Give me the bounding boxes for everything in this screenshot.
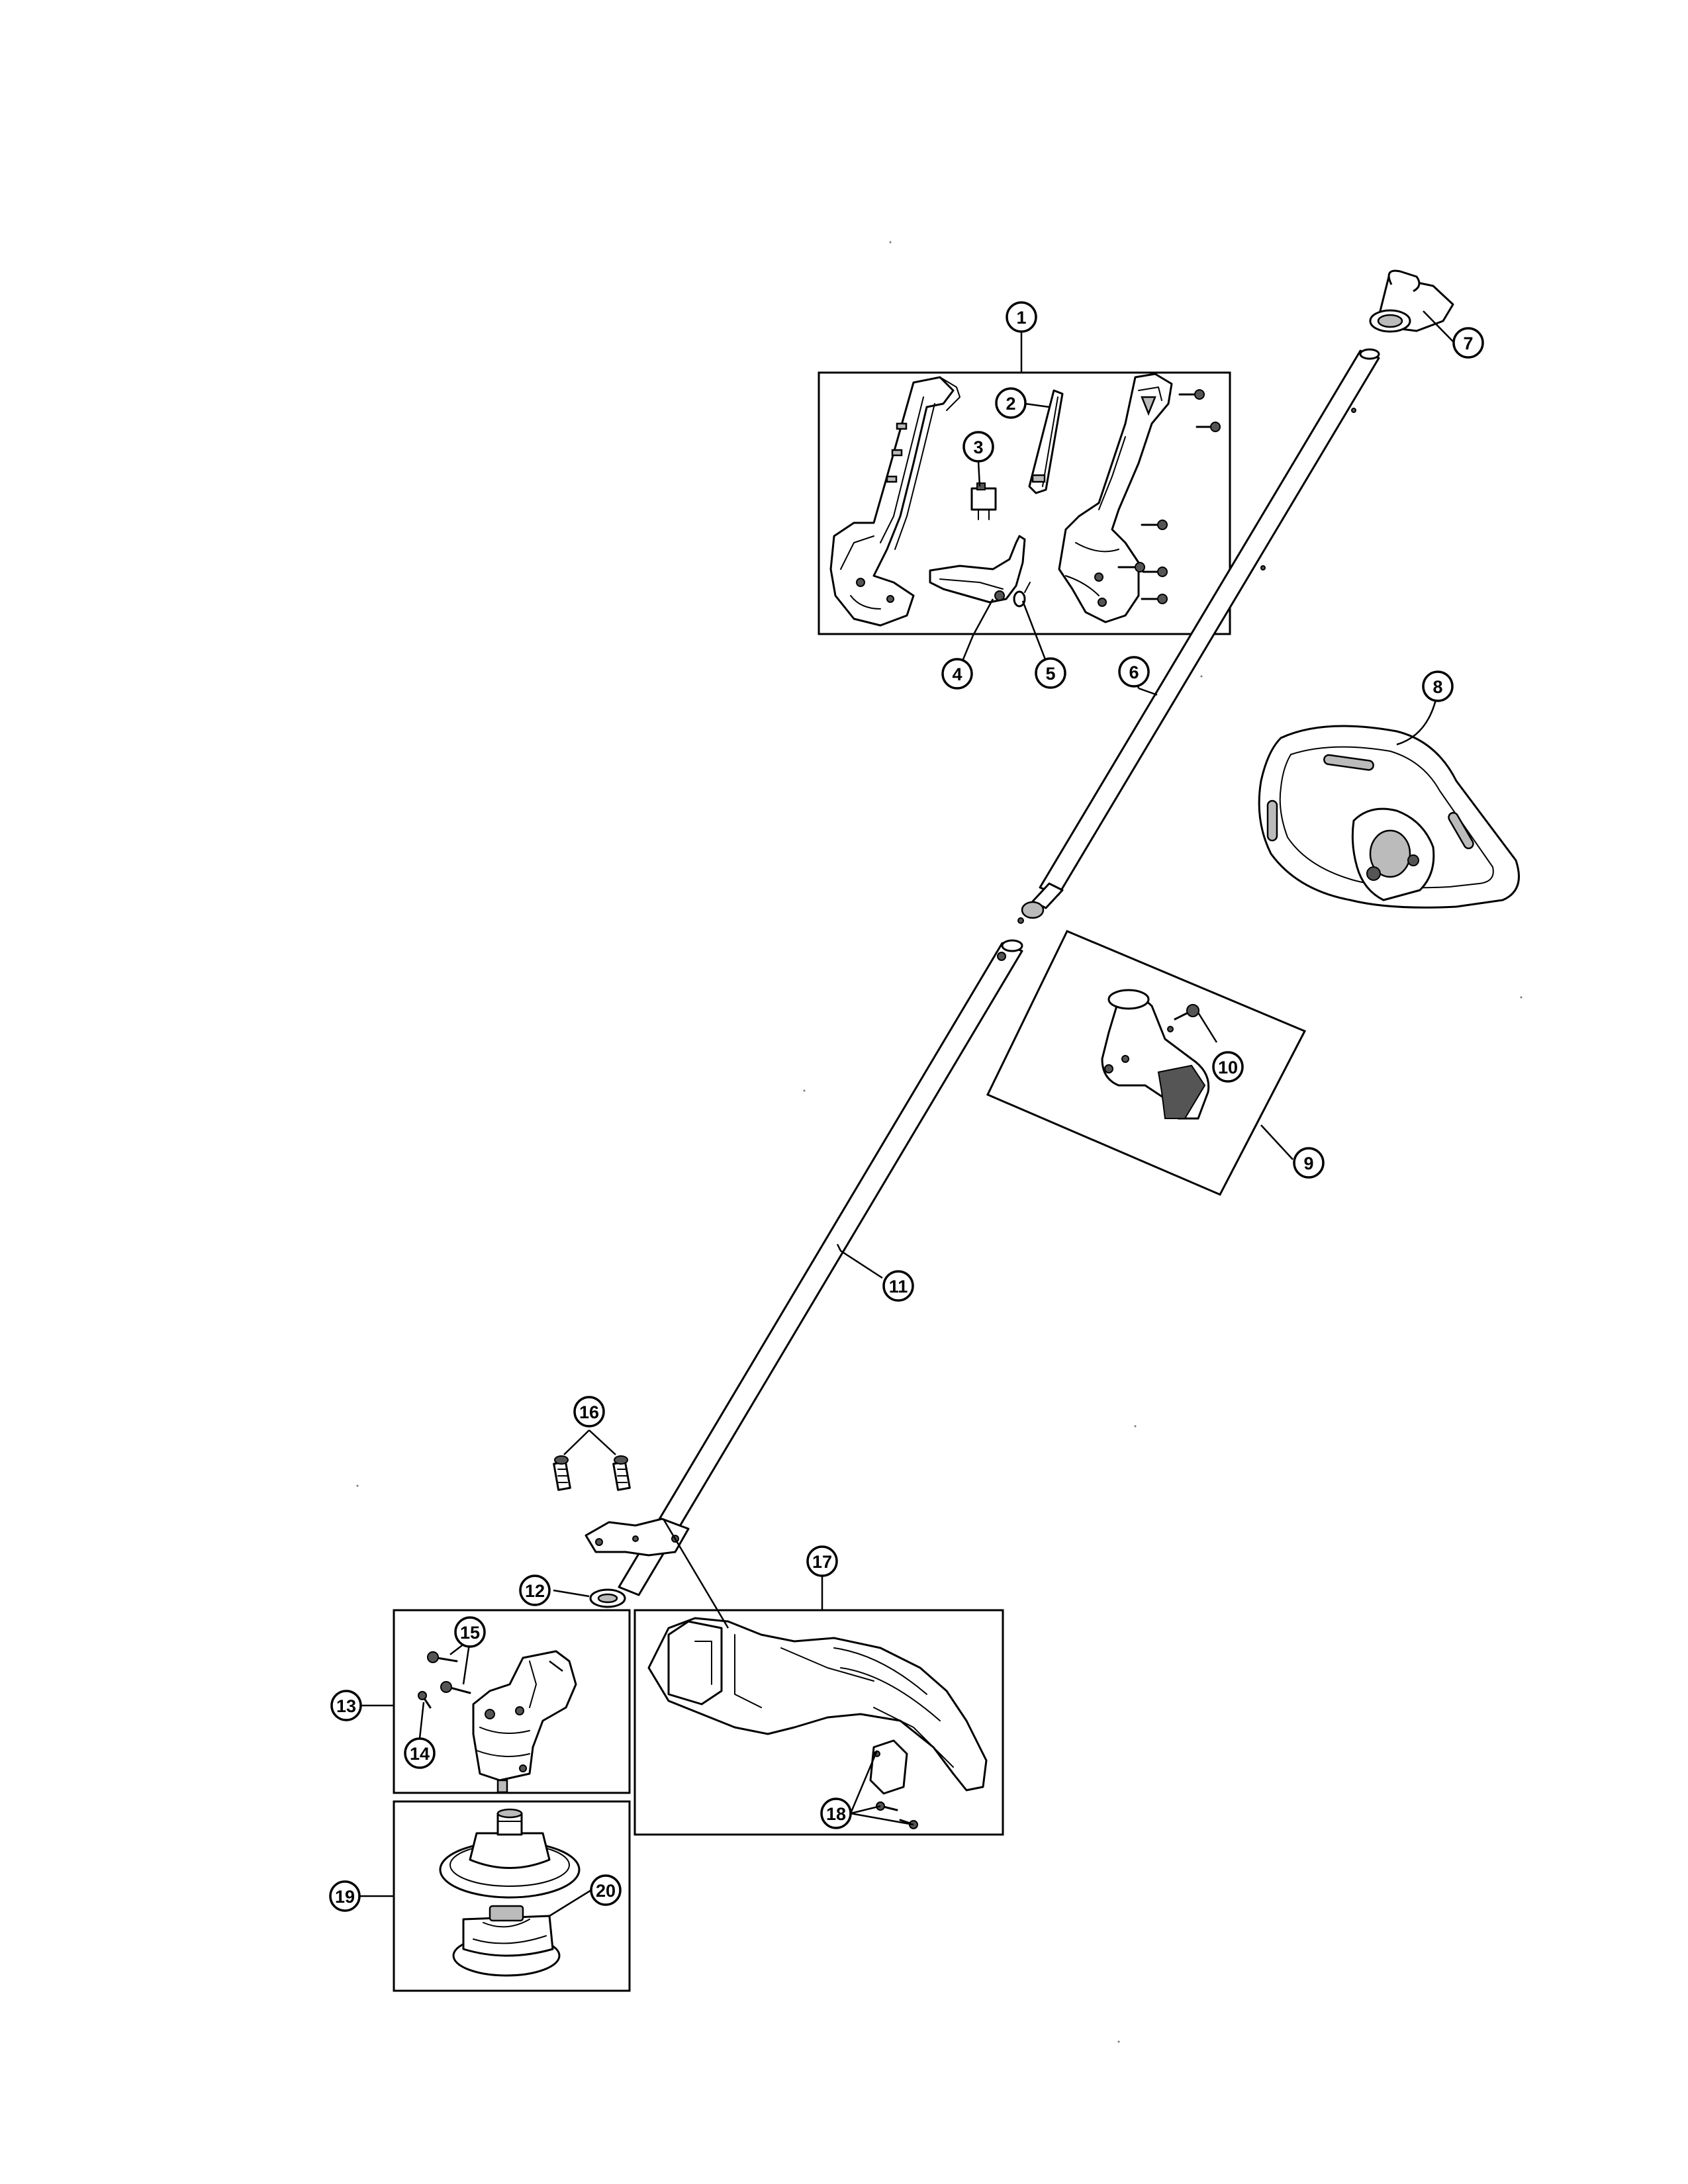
callout-11: 11 xyxy=(882,1270,914,1302)
box-coupler-assembly xyxy=(986,930,1307,1196)
callout-label: 14 xyxy=(410,1744,430,1764)
callout-19: 19 xyxy=(329,1880,361,1912)
switch-plate xyxy=(1028,389,1064,494)
callout-7: 7 xyxy=(1452,327,1484,359)
callout-label: 15 xyxy=(460,1623,480,1643)
coupler-screw xyxy=(1174,1004,1199,1021)
gearhead xyxy=(472,1650,577,1794)
callout-6: 6 xyxy=(1118,656,1150,688)
callout-label: 2 xyxy=(1006,394,1015,414)
callout-label: 9 xyxy=(1303,1154,1313,1173)
trigger-spring xyxy=(1013,582,1031,608)
box-guard-assembly xyxy=(633,1609,1004,1836)
callout-label: 12 xyxy=(525,1581,545,1601)
lower-shaft xyxy=(618,917,1024,1596)
guard xyxy=(647,1617,988,1792)
callout-label: 5 xyxy=(1045,664,1055,684)
spool-housing xyxy=(439,1808,581,1899)
switch xyxy=(970,482,997,520)
handle-screws xyxy=(1117,389,1221,604)
box-gearhead-assembly xyxy=(393,1609,631,1794)
callout-18: 18 xyxy=(820,1797,852,1829)
callout-label: 11 xyxy=(889,1277,908,1297)
callout-15: 15 xyxy=(454,1616,486,1648)
callout-label: 17 xyxy=(812,1552,832,1572)
callout-5: 5 xyxy=(1035,657,1066,689)
callout-3: 3 xyxy=(962,431,994,463)
upper-shaft xyxy=(1021,348,1380,919)
callout-17: 17 xyxy=(806,1545,838,1577)
shaft-end xyxy=(589,1588,626,1608)
callout-13: 13 xyxy=(330,1690,362,1721)
callout-label: 4 xyxy=(952,664,962,684)
callout-label: 10 xyxy=(1218,1058,1238,1077)
trigger xyxy=(929,535,1026,604)
callout-label: 8 xyxy=(1432,677,1442,697)
bracket-screws xyxy=(553,1455,631,1491)
end-cap xyxy=(1369,269,1454,333)
callout-1: 1 xyxy=(1006,301,1037,333)
handle-left-half xyxy=(829,376,961,627)
callout-label: 1 xyxy=(1016,308,1026,328)
callout-16: 16 xyxy=(573,1396,605,1428)
callout-label: 3 xyxy=(973,437,983,457)
callout-label: 18 xyxy=(826,1804,846,1824)
spool xyxy=(452,1905,561,1977)
shaft-bracket xyxy=(585,1518,690,1557)
callout-label: 19 xyxy=(335,1887,355,1907)
callout-8: 8 xyxy=(1422,670,1454,702)
box-handle-assembly xyxy=(818,371,1231,635)
callout-label: 13 xyxy=(336,1696,356,1716)
coupler xyxy=(1101,989,1210,1120)
callout-14: 14 xyxy=(404,1737,436,1769)
callout-2: 2 xyxy=(995,387,1027,419)
callout-4: 4 xyxy=(941,658,973,690)
line-cutter-blade xyxy=(869,1739,918,1829)
callout-9: 9 xyxy=(1293,1147,1325,1179)
callout-label: 20 xyxy=(596,1881,616,1901)
callout-label: 16 xyxy=(579,1402,599,1422)
callout-label: 6 xyxy=(1129,662,1139,682)
callout-20: 20 xyxy=(590,1874,622,1906)
gearhead-screws xyxy=(427,1651,471,1694)
callout-10: 10 xyxy=(1212,1051,1244,1083)
callout-label: 7 xyxy=(1463,334,1473,353)
scan-specks xyxy=(356,241,1523,2043)
gearhead-screw-small xyxy=(418,1691,432,1709)
assist-handle xyxy=(1258,725,1520,909)
handle-right-half xyxy=(1058,373,1173,623)
callout-12: 12 xyxy=(519,1574,551,1606)
